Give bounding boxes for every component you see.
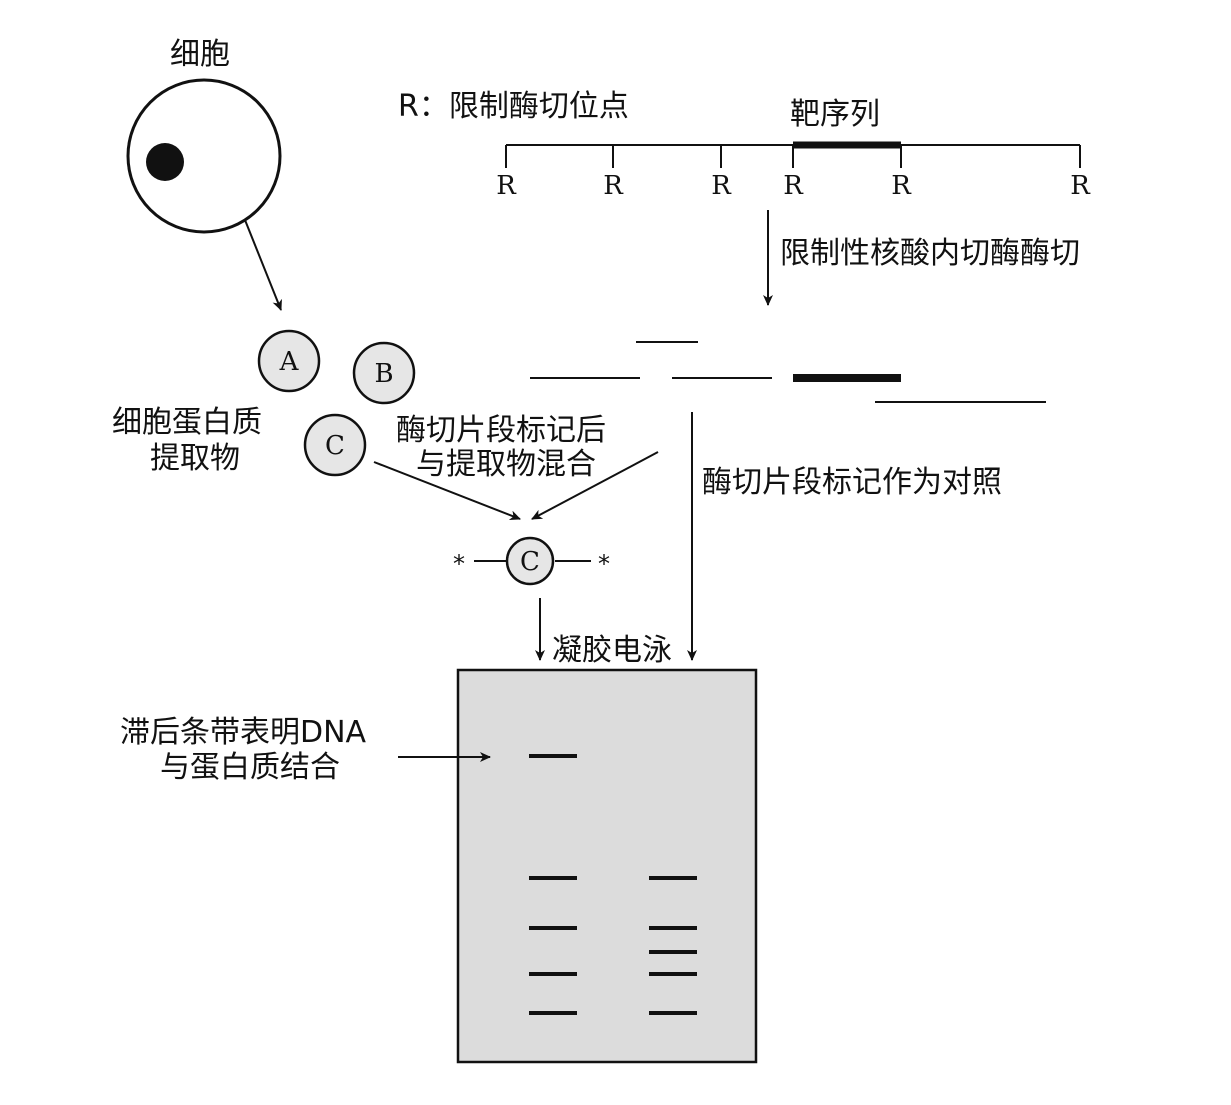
digested-fragments — [530, 341, 1046, 403]
label-mark-right: * — [598, 550, 610, 578]
protein-b: B — [352, 341, 416, 405]
label-mark-left: * — [453, 550, 465, 578]
complex-protein-label: C — [520, 547, 540, 577]
shift-label-line2: 与蛋白质结合 — [160, 750, 340, 785]
protein-to-complex-arrow — [373, 461, 521, 521]
restriction-site-marker: R — [783, 171, 804, 201]
protein-a-circle — [257, 329, 321, 393]
cell-nucleus — [146, 143, 184, 181]
digestion-label: 限制性核酸内切酶酶切 — [780, 236, 1080, 271]
restriction-site-marker: R — [496, 171, 517, 201]
complex-protein-circle — [505, 536, 555, 586]
protein-a-label: A — [279, 347, 300, 377]
extract-label-line1: 细胞蛋白质 — [112, 405, 262, 440]
protein-b-label: B — [374, 359, 393, 389]
protein-a: A — [257, 329, 321, 393]
protein-b-circle — [352, 341, 416, 405]
extract-label-line2: 提取物 — [150, 441, 240, 476]
control-label: 酶切片段标记作为对照 — [702, 465, 1002, 500]
restriction-site-marker: R — [603, 171, 624, 201]
restriction-site-marker: R — [711, 171, 732, 201]
target-sequence-label: 靶序列 — [790, 97, 880, 132]
fragment-to-complex-arrow — [531, 451, 659, 520]
cell-circle — [126, 78, 282, 234]
protein-c-label: C — [325, 431, 345, 461]
restriction-site-marker: R — [891, 171, 912, 201]
electrophoresis-label: 凝胶电泳 — [552, 633, 672, 668]
gel-slab — [456, 668, 758, 1064]
restriction-site-legend: R：限制酶切位点 — [398, 89, 629, 124]
restriction-site-marker: R — [1070, 171, 1091, 201]
electrophoresis-gel — [456, 668, 758, 1064]
shift-label-line1: 滞后条带表明DNA — [120, 715, 367, 750]
dna-protein-complex: C * * — [453, 536, 610, 586]
mix-label-line2: 与提取物混合 — [416, 447, 596, 482]
mix-label-line1: 酶切片段标记后 — [396, 413, 606, 448]
cell-label: 细胞 — [170, 37, 230, 72]
cell-to-extract-arrow — [244, 219, 282, 311]
protein-c-circle — [303, 413, 367, 477]
protein-c: C — [303, 413, 367, 477]
